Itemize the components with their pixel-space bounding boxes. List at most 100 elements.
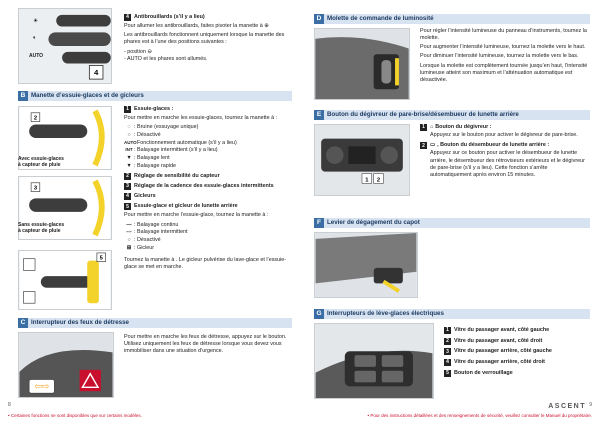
svg-text:☀: ☀: [33, 18, 38, 25]
section-letter-c: C: [18, 318, 28, 328]
window-switch-drawing: [315, 324, 433, 398]
item-number: 1: [420, 124, 427, 132]
defroster-image: 1 2: [314, 124, 410, 196]
item-number: 4: [124, 193, 131, 201]
dimmer-drawing: [315, 29, 409, 99]
wiper-mode-text: : Désactivé: [134, 237, 161, 244]
list-item: ▼: Balayage lent: [124, 155, 292, 162]
wiper-p5: Pour mettre en marche l’essuie-glace, to…: [124, 212, 269, 219]
section-c-text: Pour mettre en marche les feux de détres…: [124, 332, 292, 357]
wiper-mode-text: : Balayage lent: [134, 155, 170, 162]
wiper-p1: Pour mettre en marche les essuie-glaces,…: [124, 115, 278, 122]
list-item: ○: Désactivé: [124, 132, 292, 139]
fog-lights-p1: Pour allumer les antibrouillards, faites…: [124, 23, 292, 30]
section-letter-b: B: [18, 91, 28, 101]
fog-light-icon: ⊕: [264, 23, 269, 30]
window-switch-image: [314, 323, 434, 399]
defroster-item-2: 2▭, Bouton du désembueur de lunette arri…: [420, 142, 590, 150]
defroster-icon: ⌂: [430, 124, 434, 130]
front-wiper-list: ◌: Bruine (essuyage unique) ○: Désactivé…: [124, 124, 292, 170]
rear-defogger-text: Appuyez sur ce bouton pour activer le dé…: [430, 150, 585, 178]
svg-text:3: 3: [34, 186, 38, 192]
dimmer-p2: Pour augmenter l’intensité lumineuse, to…: [420, 44, 586, 51]
brand-logo: ASCENT: [548, 402, 586, 410]
svg-text:5: 5: [100, 256, 104, 262]
defroster-text: Appuyez sur le bouton pour activer le dé…: [430, 132, 578, 139]
list-item: ⊞: Gicleur: [124, 245, 292, 252]
item-number: 4: [444, 358, 451, 366]
section-c-title: Interrupteur des feux de détresse: [31, 318, 129, 326]
hood-release-image: [314, 232, 418, 298]
item-number: 2: [124, 173, 131, 181]
dimmer-image: [314, 28, 410, 100]
wiper-no-sensor-image: 3: [18, 176, 112, 240]
rear-wiper-list: —: Balayage continu ---: Balayage interm…: [124, 222, 292, 252]
section-letter-d: D: [314, 14, 324, 24]
rear-wiper-drawing: 5: [19, 251, 111, 309]
window-item-text: Vitre du passager avant, côté gauche: [454, 327, 550, 333]
item-number: 5: [444, 369, 451, 377]
wiper-item-5-title: Essuie-glace et gicleur de lunette arriè…: [134, 203, 238, 210]
defroster-item-1: 1⌂Bouton du dégivreur :: [420, 124, 590, 132]
list-item: AUTO: Fonctionnement automatique (s’il y…: [124, 140, 292, 147]
rear-defogger-title: , Bouton du désembueur de lunette arrièr…: [437, 142, 550, 149]
wiper-mode-text: : Balayage intermittent: [134, 229, 188, 236]
section-letter-g: G: [314, 309, 324, 319]
list-item: ---: Balayage intermittent: [124, 229, 292, 236]
section-f-title: Levier de dégagement du capot: [327, 218, 420, 226]
wiper-mode-text: : Bruine (essuyage unique): [134, 124, 199, 131]
wiper-symbol: ⊞: [126, 244, 132, 251]
section-g-title: Interrupteurs de lève-glaces électriques: [327, 309, 444, 317]
hazard-p1: Pour mettre en marche les feux de détres…: [124, 334, 287, 355]
item-number: 2: [444, 337, 451, 345]
wiper-symbol: ◌: [127, 124, 131, 131]
window-item-text: Vitre du passager arrière, côté gauche: [454, 348, 552, 355]
section-e-text: 1⌂Bouton du dégivreur : Appuyez sur le b…: [420, 124, 590, 181]
svg-text:◐: ◐: [33, 35, 37, 41]
list-item: INT: Balayage intermittent (s’il y a lie…: [124, 147, 292, 154]
defroster-drawing: 1 2: [315, 125, 409, 195]
wiper-symbol: ▼: [126, 155, 132, 162]
list-item: ○: Désactivé: [124, 237, 292, 244]
fog-lights-b1: - position ⊖: [124, 49, 292, 56]
rear-wiper-image: 5: [18, 250, 112, 310]
wiper-p6: Tournez la manette à . Le gicleur pulvér…: [124, 256, 287, 270]
section-d-text: Pour régler l’intensité lumineuse du pan…: [420, 28, 590, 86]
section-letter-e: E: [314, 110, 324, 120]
headlight-switch-image: 4 ☀ ◐ AUTO: [18, 8, 112, 84]
wiper-rain-sensor-image: 2: [18, 106, 112, 170]
section-b-title: Manette d’essuie-glaces et de gicleurs: [31, 91, 144, 99]
list-item: —: Balayage continu: [124, 222, 292, 229]
section-e-title: Bouton du dégivreur de pare-brise/désemb…: [327, 110, 519, 118]
svg-text:2: 2: [34, 116, 37, 122]
page-number-right: 9: [589, 402, 592, 409]
wiper-symbol: INT: [125, 147, 133, 153]
wiper-symbol: AUTO: [124, 139, 137, 145]
headlight-switch-drawing: 4 ☀ ◐: [19, 9, 111, 83]
wiper-mode-text: : Balayage intermittent (s’il y a lieu): [134, 147, 218, 154]
fog-lights-b2: - AUTO et les phares sont allumés.: [124, 55, 208, 62]
hazard-switch-image: ⇦⇨: [18, 332, 114, 398]
item-number: 2: [420, 142, 427, 150]
section-letter-f: F: [314, 218, 324, 228]
svg-text:4: 4: [94, 68, 99, 77]
list-item: ◌: Bruine (essuyage unique): [124, 124, 292, 131]
wiper-drawing-2: 3: [19, 177, 111, 239]
wiper-symbol: ▼: [126, 162, 132, 169]
wiper-drawing-1: 2: [19, 107, 111, 169]
